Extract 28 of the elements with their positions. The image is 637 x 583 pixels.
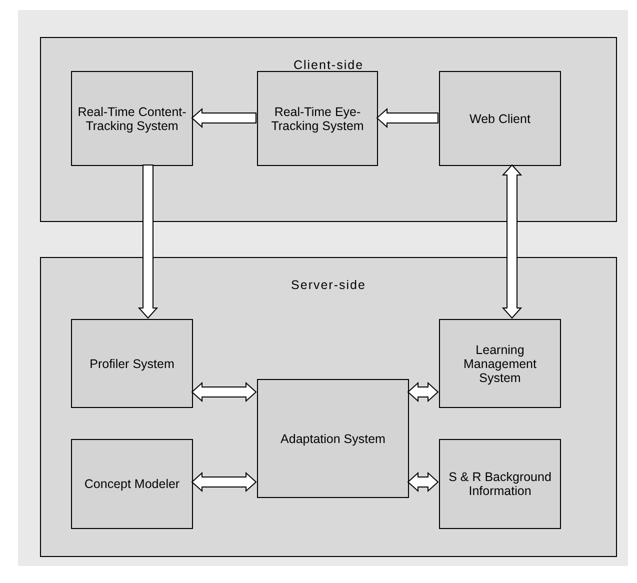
block-arrow [191,382,257,402]
block-arrow [502,164,522,319]
group-panel [40,37,617,222]
component-box [71,439,193,529]
group-title: Client-side [292,58,365,72]
block-arrow [407,382,439,402]
component-box [257,71,378,166]
component-label: Profiler System [88,356,176,370]
component-label: Concept Modeler [83,477,181,491]
component-box [257,379,409,498]
block-arrow [407,472,439,492]
component-box [71,319,193,408]
component-box [439,71,561,166]
block-arrow [376,108,438,128]
group-title: Server-side [290,278,367,292]
component-label: Adaptation System [280,432,386,446]
component-box [71,71,193,166]
component-box [439,319,561,408]
component-label: Real-Time Eye-Tracking System [270,104,365,132]
component-label: Web Client [468,112,532,126]
component-label: Real-Time Content-Tracking System [76,104,188,132]
block-arrow [191,472,257,492]
component-box [439,439,561,529]
group-panel [40,257,617,557]
component-label: S & R Background Information [448,470,552,498]
block-arrow [138,164,158,319]
block-arrow [191,108,256,128]
component-label: Learning Management System [462,342,538,384]
